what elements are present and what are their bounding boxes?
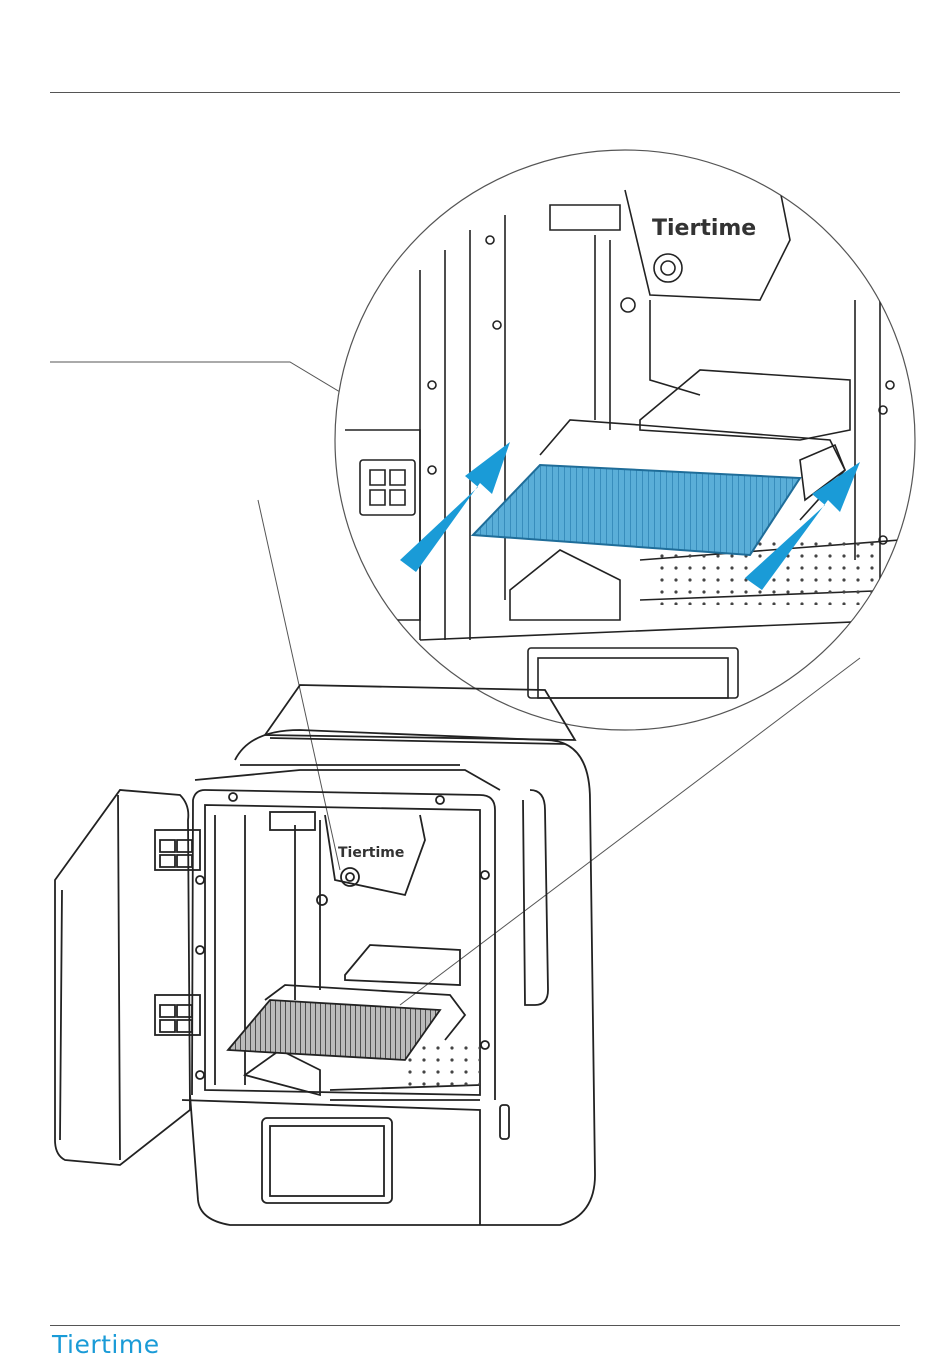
- inset-head-logo: Tiertime: [652, 216, 756, 241]
- printer-head-logo: Tiertime: [338, 845, 404, 861]
- build-plate: [228, 1000, 440, 1060]
- inset-magnifier: Tiertime: [335, 150, 915, 730]
- footer-rule: [50, 1325, 900, 1326]
- printer-body: [55, 685, 595, 1225]
